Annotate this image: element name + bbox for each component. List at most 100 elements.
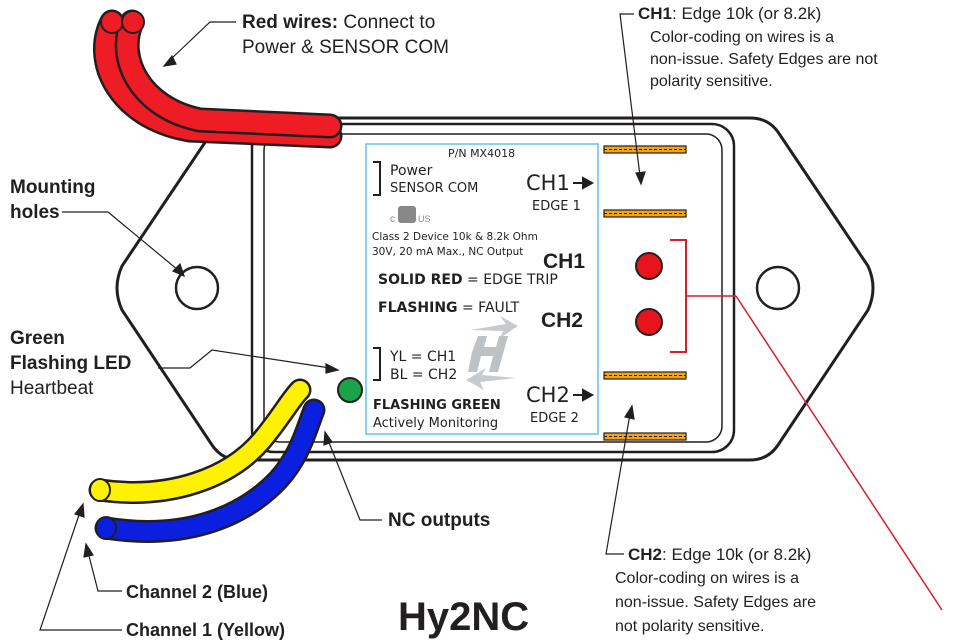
callout-ch2-rest: : Edge 10k (or 8.2k) [662, 545, 811, 564]
leader-green-led [158, 349, 331, 369]
callout-ch2-bold: CH2 [628, 545, 662, 564]
ch2-led-label: CH2 [541, 309, 583, 332]
device-label: P/N MX4018 Power SENSOR COM CH1 EDGE 1 c… [365, 143, 599, 435]
callout-green-line2: Flashing LED [10, 353, 131, 374]
leader-channel2 [87, 551, 122, 592]
callout-ch1-line1: CH1: Edge 10k (or 8.2k) [638, 4, 821, 23]
ch2-edge-label: CH2 [526, 383, 570, 407]
leader-ch1-arrow [635, 171, 646, 186]
terminals [603, 145, 687, 441]
callout-ch2-line3: non-issue. Safety Edges are [615, 594, 816, 611]
callout-green-line3: Heartbeat [10, 378, 94, 399]
terminal-ch1-bottom [603, 209, 687, 218]
actively-monitoring-label: Actively Monitoring [373, 416, 498, 431]
leader-channel1-arrow [73, 502, 85, 518]
callout-ch1-line3: non-issue. Safety Edges are not [650, 51, 878, 68]
cert-us: US [418, 214, 431, 224]
led-pointer-diagonal [735, 295, 943, 611]
callout-ch2-line2: Color-coding on wires is a [615, 570, 799, 587]
yl-label: YL = CH1 [389, 349, 456, 365]
mounting-hole-left [174, 265, 220, 311]
green-heartbeat-led [337, 377, 363, 403]
red-wire-end-2 [121, 10, 145, 34]
terminal-ch2-bottom [603, 432, 687, 441]
yellow-wire-end [89, 478, 111, 502]
leader-red-wires [169, 21, 236, 61]
ch2-arrow-icon [573, 388, 595, 402]
leader-green-led-arrow [325, 363, 340, 374]
ch2-red-led [635, 308, 663, 336]
leader-channel2-arrow [83, 542, 94, 558]
flashing-rest: = FAULT [458, 300, 520, 316]
red-wire-front-fill [117, 12, 340, 136]
callout-green-line1: Green [10, 328, 65, 349]
callout-red-wires-line1: Red wires: Connect to [242, 12, 435, 33]
ul-cert-icon: c US [390, 206, 431, 225]
leader-ch2-arrow [624, 404, 635, 420]
mounting-hole-right [755, 265, 801, 311]
callout-red-wires-rest: Connect to [338, 12, 435, 33]
solid-red-bold: SOLID RED [378, 272, 463, 288]
flashing-line: FLASHING = FAULT [378, 300, 520, 316]
red-wire-back-fill [95, 12, 340, 146]
leader-ch1 [619, 13, 641, 177]
solid-red-rest: = EDGE TRIP [463, 272, 558, 288]
callout-mounting-line2: holes [10, 202, 60, 223]
callout-nc-outputs: NC outputs [388, 510, 490, 531]
power-label: Power [390, 163, 433, 179]
bracket-yl-bl [373, 347, 381, 381]
terminal-ch1-top [603, 145, 687, 154]
h-logo-icon [466, 316, 518, 390]
sensor-com-label: SENSOR COM [390, 181, 478, 196]
callout-ch2-line4: not polarity sensitive. [615, 618, 764, 635]
solid-red-line: SOLID RED = EDGE TRIP [378, 272, 558, 288]
blue-wire [97, 401, 323, 541]
leader-mounting [62, 211, 179, 271]
ch1-arrow-icon [573, 176, 595, 190]
h-logo-arrow-bottom [466, 368, 516, 390]
leader-channel1 [39, 511, 122, 631]
ch1-led-label: CH1 [543, 250, 585, 273]
callout-ch1-rest: : Edge 10k (or 8.2k) [672, 4, 821, 23]
housing-inner [263, 133, 723, 443]
class-line-2: 30V, 20 mA Max., NC Output [372, 246, 523, 258]
yellow-wire [91, 381, 309, 502]
channel-wires [88, 378, 326, 543]
blue-wire-end [95, 516, 117, 540]
label-border [365, 143, 599, 435]
ch1-red-led [635, 252, 663, 280]
callout-channel1: Channel 1 (Yellow) [126, 620, 285, 640]
edge2-label: EDGE 2 [530, 411, 579, 426]
h-logo-body [468, 336, 508, 372]
callout-ch2-line1: CH2: Edge 10k (or 8.2k) [628, 545, 811, 564]
callout-ch1-line4: polarity sensitive. [650, 73, 773, 90]
terminal-ch2-top [603, 371, 687, 380]
leader-mounting-arrow [171, 262, 186, 278]
callout-mounting-line1: Mounting [10, 177, 95, 198]
leader-red-wires-arrow [162, 54, 177, 67]
callout-red-wires-bold: Red wires: [242, 12, 338, 33]
part-number: P/N MX4018 [448, 147, 515, 160]
leader-nc-outputs-arrow [323, 430, 333, 446]
red-wire-end-1 [100, 10, 124, 34]
callout-red-wires-line2: Power & SENSOR COM [242, 37, 449, 58]
flashing-bold: FLASHING [378, 300, 458, 316]
class-line-1: Class 2 Device 10k & 8.2k Ohm [372, 231, 538, 243]
callout-channel2: Channel 2 (Blue) [126, 582, 268, 602]
product-title: Hy2NC [398, 595, 529, 639]
leader-lines [39, 13, 646, 631]
callout-ch1-bold: CH1 [638, 4, 672, 23]
edge1-label: EDGE 1 [532, 199, 581, 214]
leader-ch2 [605, 413, 631, 555]
bl-label: BL = CH2 [390, 367, 457, 383]
cert-ul-block [398, 206, 416, 223]
ch1-edge-label: CH1 [526, 171, 570, 195]
flashing-green-label: FLASHING GREEN [373, 398, 501, 413]
cert-c: c [390, 214, 395, 225]
callout-ch1-line2: Color-coding on wires is a [650, 29, 834, 46]
leader-nc-outputs [327, 439, 382, 521]
red-wires [93, 9, 343, 149]
h-logo-arrow-top [470, 316, 518, 338]
bracket-power [373, 161, 381, 196]
